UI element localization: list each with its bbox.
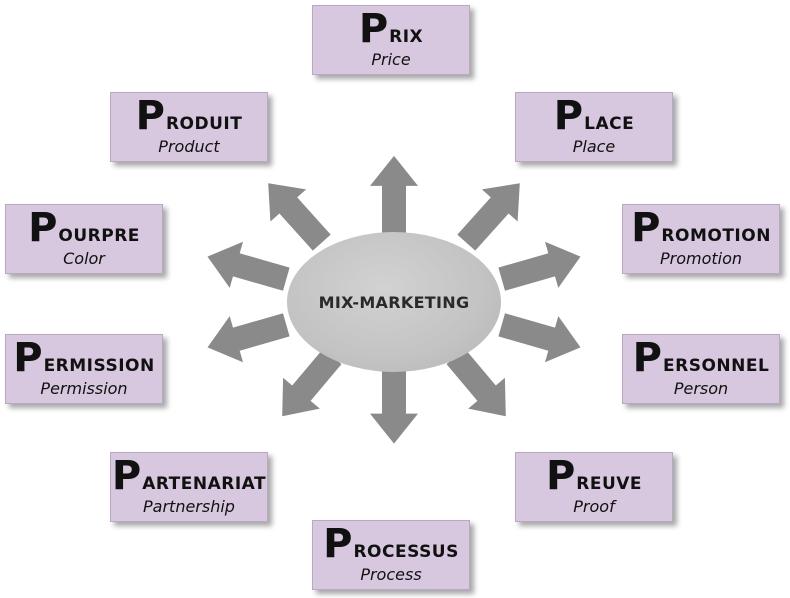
arrow-permission xyxy=(207,313,290,363)
node-translation: Proof xyxy=(573,497,615,516)
node-initial: P xyxy=(13,335,43,381)
arrow-processus xyxy=(370,365,418,444)
arrow-promotion xyxy=(498,241,581,291)
node-translation: Place xyxy=(572,137,616,156)
node-initial: P xyxy=(632,335,662,381)
node-word: OURPRE xyxy=(58,226,140,246)
arrow-personnel xyxy=(498,313,581,363)
node-word: LACE xyxy=(584,114,635,134)
node-word: ERMISSION xyxy=(43,356,155,376)
node-word: ROCESSUS xyxy=(353,542,459,562)
node-translation: Person xyxy=(673,379,729,398)
node-translation: Promotion xyxy=(659,249,743,268)
node-initial: P xyxy=(28,205,58,251)
node-initial: P xyxy=(111,453,142,499)
node-initial: P xyxy=(135,93,165,139)
node-translation: Permission xyxy=(40,379,128,398)
center-hub: MIX-MARKETING xyxy=(287,232,501,372)
node-word: ERSONNEL xyxy=(663,356,770,376)
node-word: REUVE xyxy=(576,474,643,494)
arrow-partenariat xyxy=(282,348,342,417)
node-word: ARTENARIAT xyxy=(142,474,267,494)
node-translation: Partnership xyxy=(143,497,235,516)
arrow-produit xyxy=(268,183,331,251)
arrow-pourpre xyxy=(207,241,290,291)
arrow-prix xyxy=(370,155,418,234)
node-word: ROMOTION xyxy=(661,226,771,246)
node-initial: P xyxy=(323,521,353,567)
node-translation: Product xyxy=(158,137,220,156)
center-label: MIX-MARKETING xyxy=(318,292,470,312)
arrow-preuve xyxy=(446,348,506,417)
node-initial: P xyxy=(545,453,576,499)
node-initial: P xyxy=(553,93,584,139)
node-initial: P xyxy=(631,205,661,251)
node-translation: Price xyxy=(371,50,411,69)
node-word: RODUIT xyxy=(165,114,243,134)
arrow-place xyxy=(457,183,520,251)
node-word: RIX xyxy=(389,27,424,47)
node-translation: Process xyxy=(360,565,422,584)
node-initial: P xyxy=(358,6,389,52)
node-translation: Color xyxy=(63,249,105,268)
